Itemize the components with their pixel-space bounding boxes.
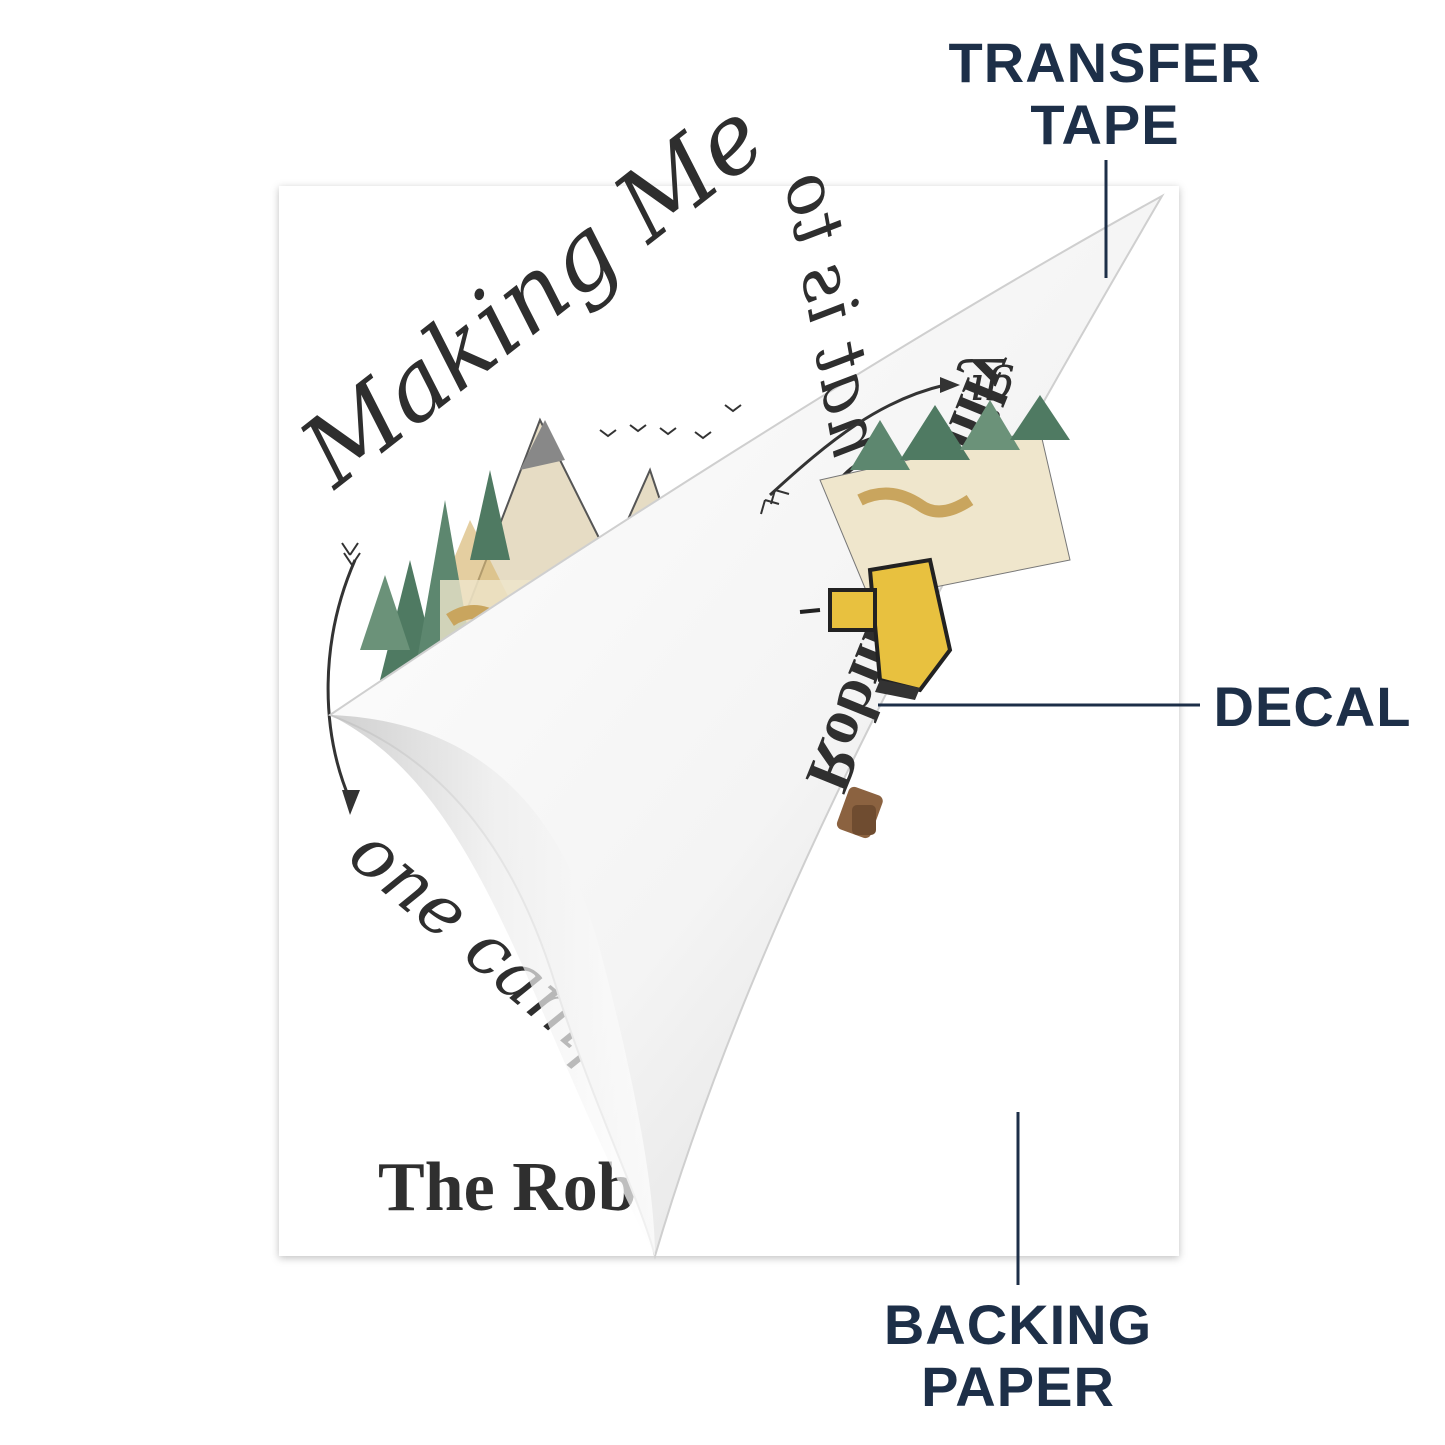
transfer-tape-label-line1: TRANSFER [948,31,1262,94]
decal-family-name: The Rob [378,1149,637,1226]
backing-paper-label-line1: BACKING [883,1293,1153,1356]
firewood-icon [836,786,883,839]
camper-icon [799,557,953,700]
transfer-tape-label: TRANSFER TAPE [935,32,1275,156]
mirrored-arrow-icon [760,377,960,515]
backing-paper-label: BACKING PAPER [858,1294,1178,1418]
birds-icon [599,404,742,440]
decal-label: DECAL [1200,676,1425,738]
decal-label-text: DECAL [1213,675,1412,738]
mirrored-map-illustration [819,395,1071,601]
backing-paper-label-line2: PAPER [921,1355,1115,1418]
transfer-tape-label-line2: TAPE [1030,93,1180,156]
arc-arrow-icon [326,542,361,815]
